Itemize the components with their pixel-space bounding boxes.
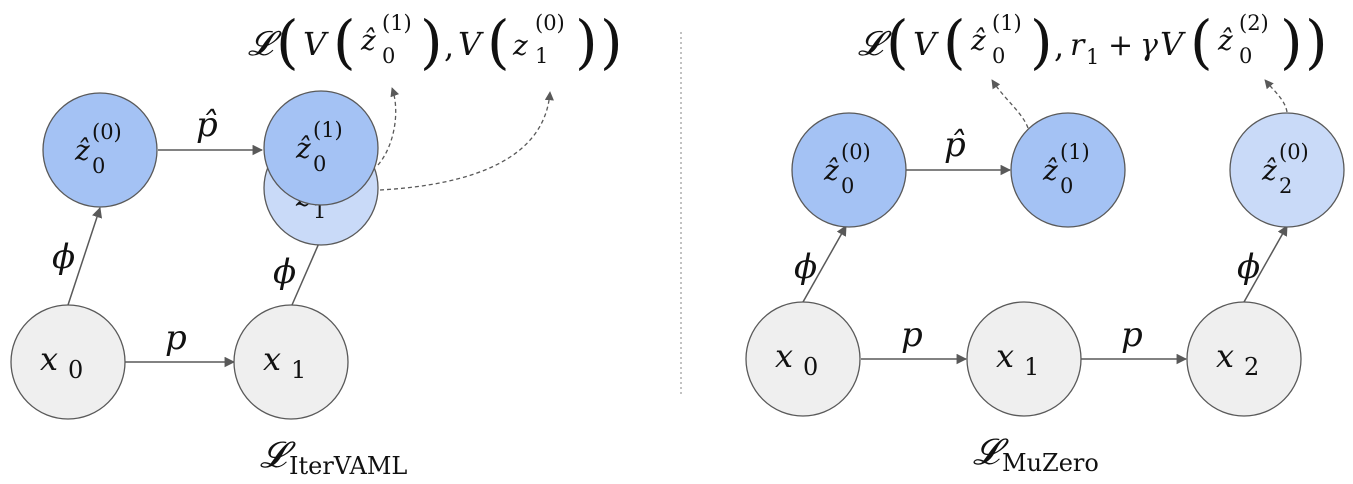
svg-text:1: 1 [1024,353,1039,381]
svg-text:(1): (1) [1060,140,1090,164]
svg-text:(0): (0) [841,140,871,164]
right-expr-r-sub: 1 [1086,45,1099,69]
left-node-x1: x 1 [233,304,349,420]
svg-text:0: 0 [68,356,83,384]
right-dashed-z01-to-expr [991,79,1029,129]
svg-text:x: x [775,337,793,375]
svg-text:2: 2 [1244,353,1259,381]
left-expr-z1-base: ẑ [360,24,376,57]
right-node-x1: x 1 [966,301,1082,417]
right-expr-z2-base: ẑ [1217,24,1233,57]
right-expr-comma: , [1054,27,1064,65]
right-dashed-z20-to-expr [1264,79,1288,113]
left-expr-inner-paren-close-2: ) [575,8,598,76]
right-expr-z1-sup: (1) [992,11,1022,35]
svg-text:0: 0 [841,174,854,198]
right-node-x2: x 2 [1186,301,1302,417]
left-expr-inner-paren-open-1: ( [333,8,356,76]
svg-text:(0): (0) [92,120,122,144]
right-label-p-a: p [901,315,923,355]
right-expr-plus: + [1108,28,1133,63]
right-expr-inner-paren-open-2: ( [1190,8,1213,76]
svg-text:0: 0 [313,152,326,176]
svg-text:ẑ: ẑ [295,132,311,165]
svg-text:x: x [1216,337,1234,375]
left-edge-phi-a [67,207,103,306]
right-expr-inner-paren-close-1: ) [1030,8,1053,76]
right-node-x0: x 0 [745,301,861,417]
svg-text:ẑ: ẑ [823,154,839,187]
right-edge-phi-b [1243,225,1288,303]
right-expr-V2: V [1160,25,1186,63]
right-expr-inner-paren-open-1: ( [943,8,966,76]
left-expr-z2-base: z [512,29,528,62]
right-label-phat: p̂ [944,125,966,165]
right-edge-phi-a [802,225,847,303]
right-expr-paren-open: ( [886,8,909,76]
left-edge-phi-b [291,233,325,306]
left-label-p: p [165,318,187,358]
left-label-phat: p̂ [196,105,218,145]
svg-text:IterVAML: IterVAML [289,452,407,480]
left-label-phi-a: ϕ [52,237,75,277]
right-expr-gamma: γ [1140,28,1158,63]
right-expr-z1-base: ẑ [970,24,986,57]
svg-text:(0): (0) [1279,140,1309,164]
left-expr-z2-sup: (0) [535,11,565,35]
right-expr-z1-sub: 0 [992,44,1005,68]
svg-text:2: 2 [1279,174,1292,198]
right-expr-V1: V [913,25,939,63]
left-node-z01: ẑ (1) 0 [263,90,379,206]
svg-text:MuZero: MuZero [1002,449,1099,477]
right-label-phi-a: ϕ [794,247,817,287]
left-expr-V1: V [303,25,329,63]
left-node-z00: ẑ (0) 0 [42,92,158,208]
left-node-x0: x 0 [10,304,126,420]
right-expr-inner-paren-close-2: ) [1280,8,1303,76]
svg-text:0: 0 [92,154,105,178]
right-loss-title: 𝓛 MuZero [973,432,1099,477]
right-expr-z2-sup: (2) [1239,11,1269,35]
left-top-expression: 𝓛 ( V ( ẑ (1) 0 ) , V ( z (0) 1 ) ) [248,8,623,76]
right-expr-z2-sub: 0 [1239,44,1252,68]
svg-text:x: x [996,337,1014,375]
left-expr-comma: , [444,27,454,65]
left-expr-inner-paren-close-1: ) [420,8,443,76]
left-panel: 𝓛 ( V ( ẑ (1) 0 ) , V ( z (0) 1 ) ) z [10,8,623,480]
left-expr-z1-sub: 0 [382,44,395,68]
right-expr-r: r [1070,28,1086,63]
right-node-z20: ẑ (0) 2 [1229,112,1345,228]
svg-text:x: x [40,340,58,378]
right-node-z01: ẑ (1) 0 [1010,112,1126,228]
left-label-phi-b: ϕ [273,252,296,292]
right-label-phi-b: ϕ [1237,247,1260,287]
left-expr-V2: V [458,25,484,63]
svg-text:0: 0 [1060,174,1073,198]
svg-text:0: 0 [803,353,818,381]
left-dashed-z10-to-expr [379,91,554,191]
svg-text:ẑ: ẑ [1042,154,1058,187]
right-top-expression: 𝓛 ( V ( ẑ (1) 0 ) , r 1 + γ V ( ẑ (2) 0 … [858,8,1328,76]
left-expr-paren-close: ) [600,8,623,76]
left-expr-z2-sub: 1 [535,44,548,68]
svg-text:ẑ: ẑ [1261,154,1277,187]
svg-text:1: 1 [291,356,306,384]
left-expr-paren-open: ( [276,8,299,76]
right-expr-paren-close: ) [1305,8,1328,76]
svg-text:x: x [263,340,281,378]
svg-text:ẑ: ẑ [74,134,90,167]
left-expr-z1-sup: (1) [382,11,412,35]
right-label-p-b: p [1121,315,1143,355]
right-node-z00: ẑ (0) 0 [791,112,907,228]
left-loss-title: 𝓛 IterVAML [260,435,407,480]
right-panel: 𝓛 ( V ( ẑ (1) 0 ) , r 1 + γ V ( ẑ (2) 0 … [745,8,1345,477]
svg-text:(1): (1) [313,118,343,142]
left-dashed-z01-to-expr [377,87,400,166]
left-expr-inner-paren-open-2: ( [487,8,510,76]
